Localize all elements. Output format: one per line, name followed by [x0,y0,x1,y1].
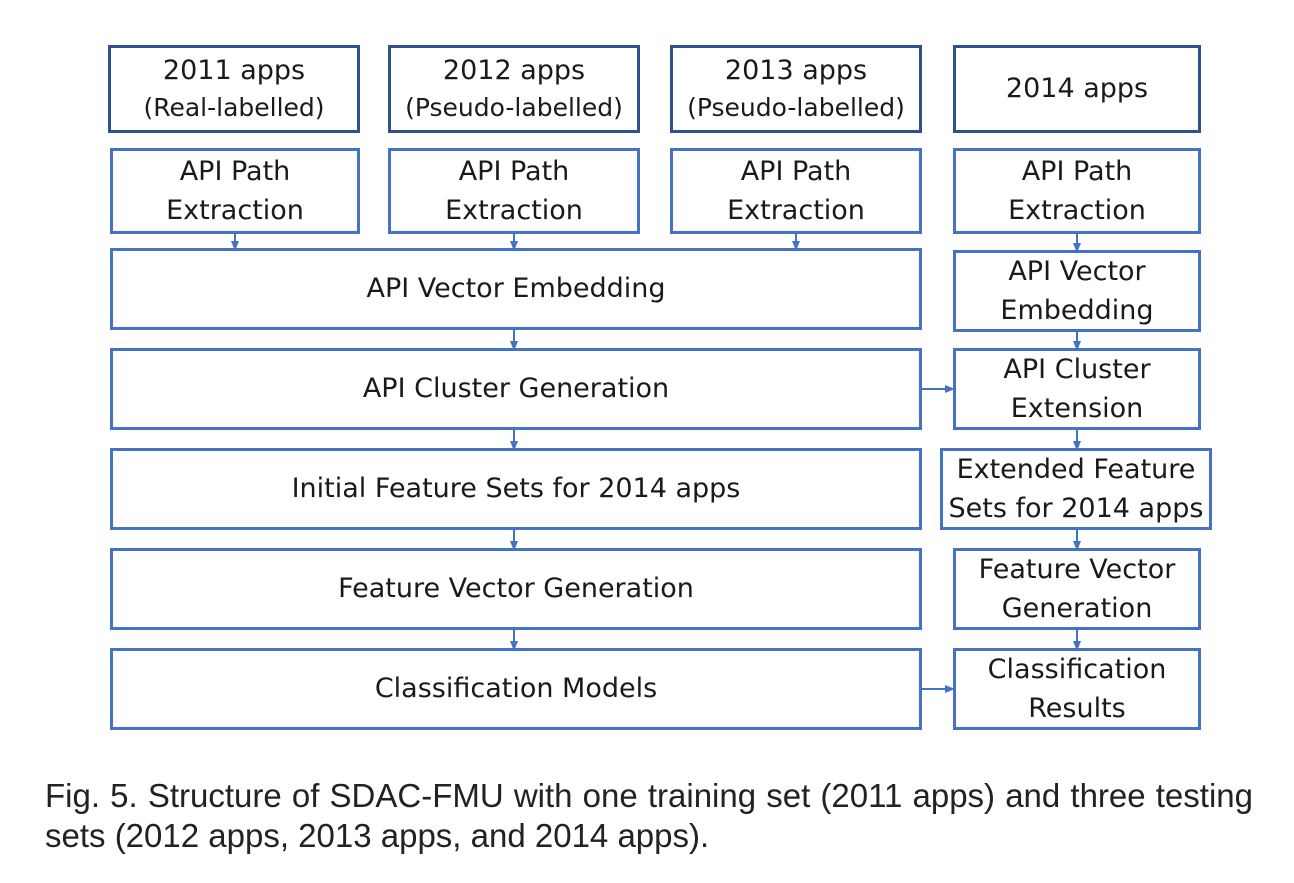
extraction-box-2012: API Path Extraction [388,148,640,234]
extended-feature-sets-line2: Sets for 2014 apps [948,493,1204,524]
apps-2013-title: 2013 apps [724,55,868,87]
extraction-label-line1: API Path [740,155,852,187]
cluster-extension-line1: API Cluster [1003,353,1151,385]
apps-2013-label: (Pseudo-labelled) [687,93,905,123]
initial-feature-sets-box: Initial Feature Sets for 2014 apps [110,448,922,530]
apps-2012-title: 2012 apps [442,55,586,87]
apps-2011-title: 2011 apps [162,55,306,87]
extraction-label-line1: API Path [179,155,291,187]
right-feature-vector-line1: Feature Vector [978,553,1176,585]
right-feature-vector-line2: Generation [1001,593,1153,624]
extraction-label-line2: Extraction [727,195,865,226]
extraction-label-line1: API Path [458,155,570,187]
extraction-box-2011: API Path Extraction [110,148,360,234]
feature-vector-generation-label: Feature Vector Generation [338,573,694,605]
right-vector-embedding-line2: Embedding [1000,295,1154,326]
extraction-box-2014: API Path Extraction [953,148,1201,234]
apps-2014-title: 2014 apps [1005,73,1149,105]
right-vector-embedding-line1: API Vector [1008,255,1146,287]
classification-results-line2: Results [1028,693,1126,724]
cluster-generation-box: API Cluster Generation [110,348,922,430]
classification-models-label: Classification Models [374,673,658,705]
extraction-box-2013: API Path Extraction [670,148,922,234]
apps-2011-box: 2011 apps (Real-labelled) [108,45,360,133]
right-feature-vector-box: Feature Vector Generation [953,548,1201,630]
apps-2012-label: (Pseudo-labelled) [405,93,623,123]
extraction-label-line2: Extraction [1008,195,1146,226]
extended-feature-sets-line1: Extended Feature [956,453,1196,485]
apps-2014-box: 2014 apps [953,45,1201,133]
figure-caption: Fig. 5. Structure of SDAC-FMU with one t… [45,777,1253,854]
extraction-label-line2: Extraction [445,195,583,226]
cluster-generation-label: API Cluster Generation [362,373,670,405]
cluster-extension-box: API Cluster Extension [953,348,1201,430]
cluster-extension-line2: Extension [1010,393,1144,424]
apps-2013-box: 2013 apps (Pseudo-labelled) [670,45,922,133]
initial-feature-sets-label: Initial Feature Sets for 2014 apps [291,473,741,505]
extraction-label-line1: API Path [1021,155,1133,187]
feature-vector-generation-box: Feature Vector Generation [110,548,922,630]
classification-results-line1: Classification [987,653,1167,685]
vector-embedding-label: API Vector Embedding [366,273,666,305]
apps-2011-label: (Real-labelled) [143,93,325,123]
extraction-label-line2: Extraction [166,195,304,226]
apps-2012-box: 2012 apps (Pseudo-labelled) [388,45,640,133]
extended-feature-sets-box: Extended Feature Sets for 2014 apps [940,448,1212,530]
